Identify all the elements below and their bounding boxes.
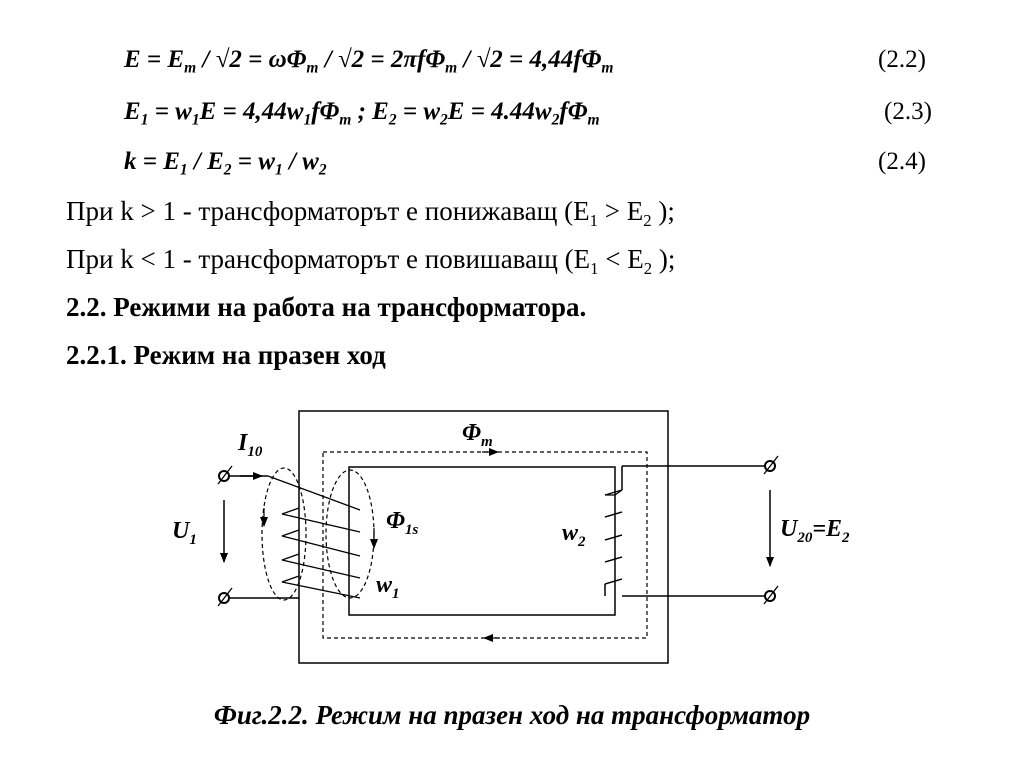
secondary-winding-back	[604, 489, 623, 585]
core-window	[348, 466, 616, 616]
label-phi-m: Φm	[462, 420, 493, 450]
label-w1: w1	[376, 572, 400, 602]
equation-2-4: k = E1 / E2 = w1 / w2	[124, 148, 327, 179]
figure-caption: Фиг.2.2. Режим на празен ход на трансфор…	[213, 700, 811, 730]
subsection-title: 2.2.1. Режим на празен ход	[66, 340, 386, 370]
equation-2-3: E1 = w1E = 4,44w1fΦm ; E2 = w2E = 4.44w2…	[124, 98, 600, 129]
primary-winding-back	[281, 507, 300, 583]
text-line-step-up: При k < 1 - трансформаторът е повишаващ …	[66, 244, 676, 278]
equation-number-2-3: (2.3)	[884, 98, 932, 125]
text-line-step-down: При k > 1 - трансформаторът е понижаващ …	[66, 196, 675, 230]
leakage-flux-right	[325, 469, 375, 599]
core-outer	[298, 410, 669, 664]
label-phi-1s: Φ1s	[386, 508, 418, 538]
main-flux-path	[322, 451, 648, 639]
label-w2: w2	[562, 520, 586, 550]
section-title: 2.2. Режими на работа на трансформатора.	[66, 292, 587, 322]
label-i10: I10	[237, 430, 263, 460]
equation-number-2-2: (2.2)	[878, 46, 926, 73]
label-u20-e2: U20=E2	[780, 516, 850, 546]
equation-2-2: E = Em / √2 = ωΦm / √2 = 2πfΦm / √2 = 4,…	[124, 46, 614, 77]
label-u1: U1	[172, 518, 197, 548]
primary-winding-front	[267, 475, 361, 599]
equation-number-2-4: (2.4)	[878, 148, 926, 175]
leakage-flux-left	[261, 467, 307, 601]
